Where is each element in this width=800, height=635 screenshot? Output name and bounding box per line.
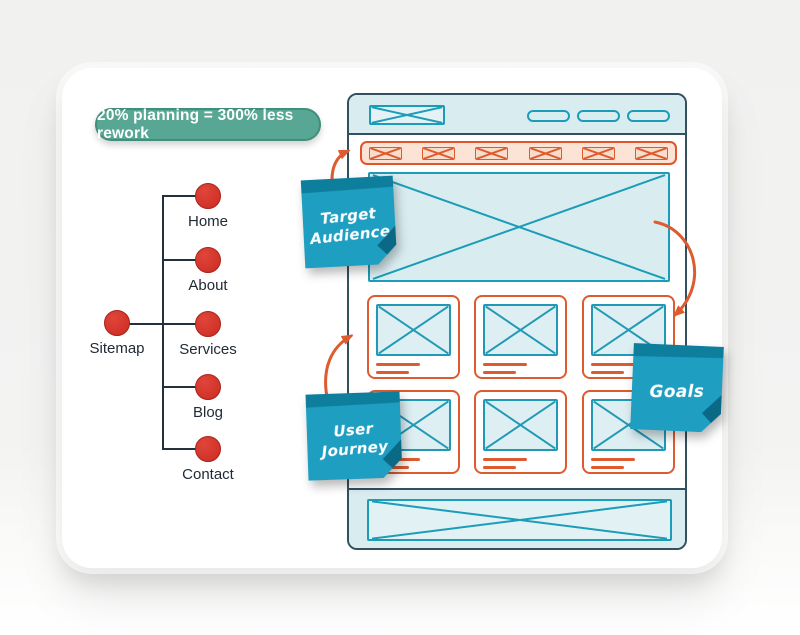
- note-text-line: User: [332, 419, 374, 441]
- card-image-xbox: [483, 399, 558, 451]
- tree-node-services: [195, 311, 221, 337]
- tree-node-sitemap: [104, 310, 130, 336]
- tree-branch-home: [162, 195, 196, 197]
- stat-badge: 20% planning = 300% less rework: [95, 107, 321, 142]
- nav-item-xbox: [369, 146, 402, 160]
- text-line-placeholder: [483, 466, 516, 469]
- hero-image-placeholder: [368, 172, 670, 282]
- tree-label-about: About: [188, 277, 228, 294]
- nav-item-xbox: [581, 146, 615, 160]
- text-line-placeholder: [483, 363, 527, 366]
- logo-placeholder-xbox: [369, 105, 445, 125]
- tree-branch-services: [162, 323, 196, 325]
- nav-item-xbox: [475, 146, 509, 160]
- tree-root-connector: [129, 323, 164, 325]
- card-image-xbox: [483, 304, 558, 356]
- text-line-placeholder: [483, 371, 516, 374]
- tree-label-contact: Contact: [182, 466, 234, 483]
- note-text-line: Journey: [320, 437, 389, 461]
- note-text-line: Goals: [649, 381, 705, 402]
- text-line-placeholder: [376, 371, 409, 374]
- planning-canvas-card: 20% planning = 300% less rework Sitemap …: [62, 68, 722, 568]
- text-line-placeholder: [591, 458, 635, 461]
- text-line-placeholder: [591, 466, 624, 469]
- nav-item-xbox: [634, 146, 668, 160]
- tree-label-sitemap: Sitemap: [89, 340, 145, 357]
- content-card: [474, 295, 567, 379]
- tree-label-home: Home: [187, 213, 228, 230]
- sticky-note-target-audience: Target Audience: [301, 176, 397, 269]
- wireframe-footer: [349, 488, 685, 548]
- header-pill-2: [577, 110, 620, 122]
- header-pill-3: [627, 110, 670, 122]
- tree-node-home: [195, 183, 221, 209]
- content-card: [367, 295, 460, 379]
- tree-branch-about: [162, 259, 196, 261]
- text-line-placeholder: [591, 363, 635, 366]
- tree-label-blog: Blog: [192, 404, 224, 421]
- tree-trunk-line: [162, 195, 164, 450]
- text-line-placeholder: [591, 371, 624, 374]
- wireframe-header: [349, 95, 685, 135]
- text-line-placeholder: [483, 458, 527, 461]
- nav-item-xbox: [528, 146, 562, 160]
- tree-branch-blog: [162, 386, 196, 388]
- tree-node-blog: [195, 374, 221, 400]
- sticky-note-goals: Goals: [630, 343, 724, 433]
- text-line-placeholder: [376, 363, 420, 366]
- browser-wireframe-frame: [347, 93, 687, 550]
- card-image-xbox: [376, 304, 451, 356]
- tree-node-about: [195, 247, 221, 273]
- sticky-note-user-journey: User Journey: [306, 391, 403, 480]
- nav-bar-placeholder: [360, 141, 677, 165]
- header-pill-1: [527, 110, 570, 122]
- content-card: [474, 390, 567, 474]
- footer-banner-xbox: [367, 499, 672, 541]
- tree-label-services: Services: [179, 341, 237, 358]
- nav-item-xbox: [422, 146, 456, 160]
- tree-node-contact: [195, 436, 221, 462]
- tree-branch-contact: [162, 448, 196, 450]
